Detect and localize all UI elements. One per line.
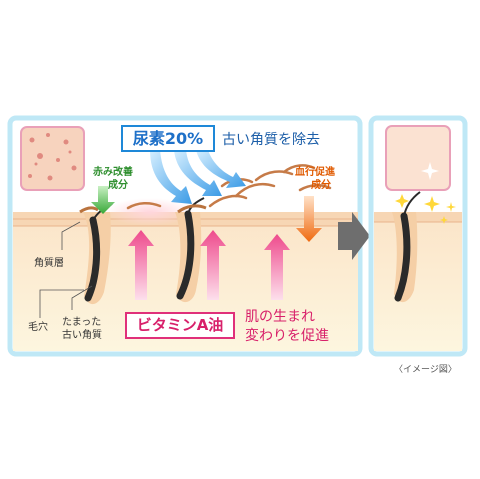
green-arrow-icon [91,186,115,214]
vitamin-desc-line1: 肌の生まれ [245,309,315,325]
image-caption: 〈イメージ図〉 [394,365,457,375]
pore-label: 毛穴 [28,322,48,333]
redness-label-line1: 赤み改善 [93,167,133,178]
orange-arrow-icon [296,196,322,242]
smooth-skin-thumbnail [385,125,451,191]
pore-2 [175,197,207,303]
blood-label-line1: 血行促進 [295,167,335,178]
vitamin-desc-line2: 変わりを促進 [245,328,329,344]
urea-description: 古い角質を除去 [222,132,320,148]
vitamin-arrows [128,230,290,300]
urea-arrows [150,150,246,204]
accumulated-keratin-line2: 古い角質 [62,330,102,341]
redness-label-line2: 成分 [108,180,128,191]
vitamin-a-label: ビタミンA油 [125,312,235,339]
leader-lines [39,221,93,318]
blood-label-line2: 成分 [311,180,331,191]
urea-label: 尿素20% [121,125,215,152]
sparkle-icon [395,162,456,224]
arrow-right-icon [338,212,370,260]
accumulated-keratin-line1: たまった [62,317,102,328]
stratum-corneum-label: 角質層 [34,258,64,269]
rough-skin-thumbnail [20,126,85,191]
vitamin-a-description: 肌の生まれ 変わりを促進 [245,308,329,346]
